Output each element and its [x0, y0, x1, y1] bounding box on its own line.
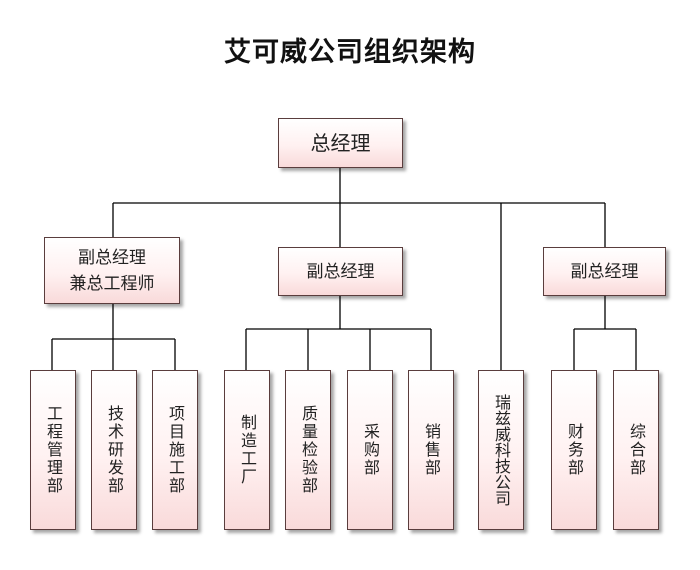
node-label-line1: 副总经理 [78, 247, 146, 268]
node-vp-chief-engineer: 副总经理 兼总工程师 [44, 237, 180, 304]
node-label: 制造工厂 [238, 414, 257, 486]
node-general-manager: 总经理 [278, 118, 403, 168]
node-dept-finance: 财务部 [551, 370, 597, 530]
node-subsidiary-technology-company: 瑞兹威科技公司 [478, 370, 524, 530]
node-label: 瑞兹威科技公司 [492, 394, 511, 506]
node-vp-right: 副总经理 [543, 247, 666, 296]
node-label: 采购部 [361, 423, 380, 477]
node-label: 总经理 [310, 131, 371, 155]
node-dept-general-affairs: 综合部 [613, 370, 659, 530]
node-dept-procurement: 采购部 [347, 370, 393, 530]
node-label: 技术研发部 [105, 405, 124, 495]
node-label: 质量检验部 [299, 405, 318, 495]
node-label: 副总经理 [570, 261, 639, 282]
node-dept-rnd: 技术研发部 [91, 370, 137, 530]
node-dept-sales: 销售部 [408, 370, 454, 530]
node-label-line2: 兼总工程师 [69, 273, 155, 294]
node-dept-construction: 项目施工部 [152, 370, 198, 530]
node-label: 综合部 [627, 423, 646, 477]
chart-title: 艾可威公司组织架构 [224, 37, 476, 68]
node-label: 项目施工部 [166, 405, 185, 495]
node-dept-manufacturing-plant: 制造工厂 [224, 370, 270, 530]
node-vp-middle: 副总经理 [278, 247, 403, 296]
node-label: 财务部 [565, 423, 584, 477]
node-label: 销售部 [422, 423, 441, 477]
node-label: 副总经理 [306, 261, 375, 282]
node-dept-engineering-management: 工程管理部 [30, 370, 76, 530]
node-label: 工程管理部 [44, 405, 63, 495]
node-dept-quality-inspection: 质量检验部 [285, 370, 331, 530]
